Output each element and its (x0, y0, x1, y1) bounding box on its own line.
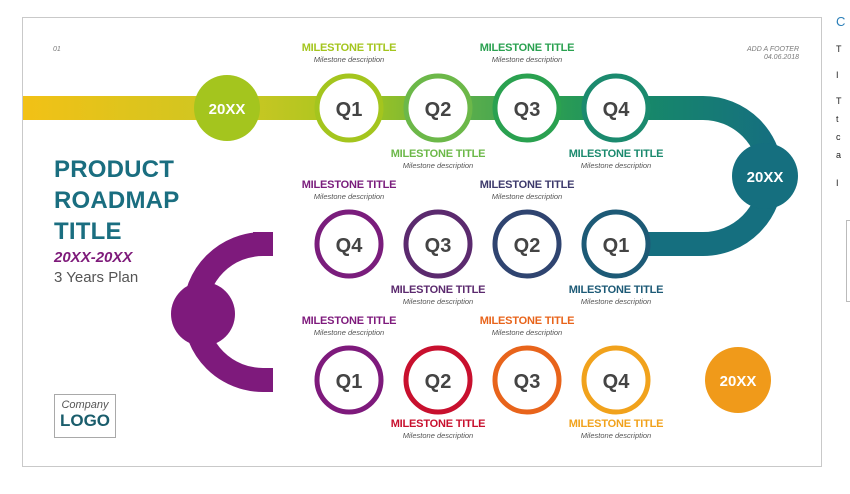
side-panel: C T I T t c a I (836, 0, 850, 494)
milestone: MILESTONE TITLE Milestone description (269, 315, 429, 338)
year-label-start: 20XX (209, 101, 246, 118)
milestone-description: Milestone description (402, 161, 474, 170)
quarter-node: Q1 (581, 209, 651, 279)
quarter-node: Q3 (403, 209, 473, 279)
milestone-description: Milestone description (491, 55, 563, 64)
milestone-description: Milestone description (313, 192, 385, 201)
quarter-label: Q1 (336, 99, 363, 121)
milestone: MILESTONE TITLE Milestone description (358, 284, 518, 307)
milestone: MILESTONE TITLE Milestone description (269, 179, 429, 202)
quarter-label: Q1 (336, 371, 363, 393)
milestone-title: MILESTONE TITLE (390, 284, 486, 296)
milestone-description: Milestone description (402, 431, 474, 440)
milestone-title: MILESTONE TITLE (568, 284, 664, 296)
milestone: MILESTONE TITLE Milestone description (358, 418, 518, 441)
title-line-2: ROADMAP (54, 187, 180, 214)
quarter-node: Q4 (581, 73, 651, 143)
side-panel-text: a (836, 150, 842, 160)
milestone-title: MILESTONE TITLE (568, 148, 664, 160)
logo-company-text: Company (61, 399, 109, 411)
milestone-title: MILESTONE TITLE (479, 315, 575, 327)
quarter-label: Q4 (603, 99, 631, 121)
side-panel-text: I (836, 70, 839, 80)
quarter-label: Q3 (514, 99, 541, 121)
quarter-label: Q2 (514, 235, 541, 257)
side-panel-text: T (836, 96, 842, 106)
quarter-node: Q4 (314, 209, 384, 279)
plan-subtitle: 3 Years Plan (54, 269, 139, 286)
quarter-node: Q3 (492, 73, 562, 143)
quarter-node: Q4 (581, 345, 651, 415)
company-logo: Company LOGO (54, 394, 116, 438)
milestone-description: Milestone description (580, 297, 652, 306)
milestone: MILESTONE TITLE Milestone description (447, 315, 607, 338)
year-node-end: 20XX (705, 347, 771, 413)
milestone: MILESTONE TITLE Milestone description (536, 284, 696, 307)
year-node-right: 20XX (732, 143, 798, 209)
milestone-title: MILESTONE TITLE (479, 179, 575, 191)
milestone: MILESTONE TITLE Milestone description (536, 418, 696, 441)
milestone-title: MILESTONE TITLE (301, 42, 397, 54)
milestone-description: Milestone description (491, 192, 563, 201)
title-line-1: PRODUCT (54, 156, 175, 183)
quarter-label: Q3 (514, 371, 541, 393)
footer-text: ADD A FOOTER (747, 46, 799, 53)
side-panel-text: C (836, 14, 846, 29)
year-label-end: 20XX (720, 373, 757, 390)
side-panel-text: I (836, 178, 839, 188)
milestone-title: MILESTONE TITLE (390, 148, 486, 160)
milestone-description: Milestone description (313, 328, 385, 337)
year-node-start: 20XX (194, 75, 260, 141)
quarter-label: Q4 (336, 235, 364, 257)
page-number: 01 (53, 46, 61, 53)
milestone-description: Milestone description (580, 431, 652, 440)
footer-date: 04.06.2018 (763, 54, 799, 61)
footer: ADD A FOOTER 04.06.2018 (747, 46, 799, 62)
year-label-right: 20XX (747, 169, 784, 186)
milestone: MILESTONE TITLE Milestone description (358, 148, 518, 171)
quarter-node: Q2 (403, 73, 473, 143)
milestone: MILESTONE TITLE Milestone description (447, 179, 607, 202)
quarter-node: Q3 (492, 345, 562, 415)
quarter-label: Q3 (425, 235, 452, 257)
milestone-description: Milestone description (491, 328, 563, 337)
side-panel-text: c (836, 132, 841, 142)
quarter-node: Q2 (492, 209, 562, 279)
logo-word: LOGO (59, 411, 111, 430)
milestone-title: MILESTONE TITLE (301, 315, 397, 327)
milestone-title: MILESTONE TITLE (568, 418, 664, 430)
milestone-description: Milestone description (402, 297, 474, 306)
side-panel-text: t (836, 114, 839, 124)
quarter-label: Q2 (425, 99, 452, 121)
roadmap-slide: 20XX 20XX 20XX Q1 Q2 Q3 Q4 (22, 17, 822, 467)
side-panel-text: T (836, 44, 842, 54)
years-range: 20XX-20XX (54, 249, 133, 266)
quarter-label: Q1 (603, 235, 630, 257)
quarter-node: Q1 (314, 345, 384, 415)
year-node-left (171, 282, 235, 346)
milestone: MILESTONE TITLE Milestone description (536, 148, 696, 171)
title-block: PRODUCT ROADMAP TITLE 20XX-20XX 3 Years … (54, 154, 179, 286)
quarter-label: Q4 (603, 371, 631, 393)
milestone: MILESTONE TITLE Milestone description (447, 42, 607, 65)
milestone-description: Milestone description (580, 161, 652, 170)
title-line-3: TITLE (54, 218, 122, 245)
milestone-title: MILESTONE TITLE (479, 42, 575, 54)
milestone: MILESTONE TITLE Milestone description (269, 42, 429, 65)
milestone-title: MILESTONE TITLE (301, 179, 397, 191)
milestone-title: MILESTONE TITLE (390, 418, 486, 430)
roadmap-path: 20XX 20XX 20XX Q1 Q2 Q3 Q4 (23, 73, 821, 415)
quarter-label: Q2 (425, 371, 452, 393)
quarter-node: Q1 (314, 73, 384, 143)
side-panel-box (846, 220, 850, 302)
quarter-node: Q2 (403, 345, 473, 415)
milestone-description: Milestone description (313, 55, 385, 64)
